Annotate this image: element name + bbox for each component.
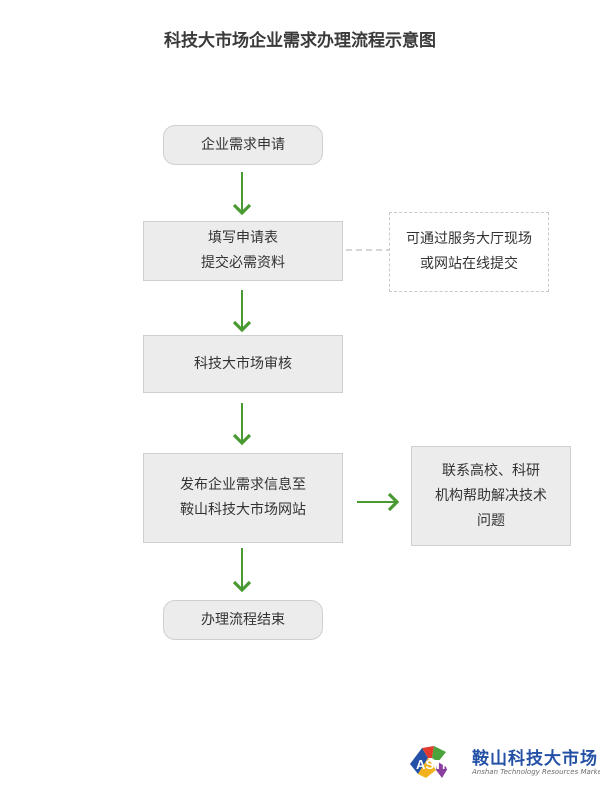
note-label: 机构帮助解决技术 — [435, 487, 547, 504]
step-label: 办理流程结束 — [201, 611, 285, 628]
step-fill-form: 填写申请表 提交必需资料 — [143, 221, 343, 281]
logo-mark-icon: ASTM — [410, 746, 453, 778]
note-submit-channels: 可通过服务大厅现场 或网站在线提交 — [389, 212, 549, 292]
step-review: 科技大市场审核 — [143, 335, 343, 393]
step-label: 提交必需资料 — [201, 255, 285, 271]
note-label: 可通过服务大厅现场 — [406, 231, 532, 247]
note-label: 联系高校、科研 — [442, 462, 540, 479]
logo-subtitle: Anshan Technology Resources Market — [472, 768, 600, 776]
step-end: 办理流程结束 — [163, 600, 323, 640]
logo-mark-text: ASTM — [416, 757, 453, 772]
logo-name: 鞍山科技大市场 — [472, 749, 598, 769]
step-label: 发布企业需求信息至 — [180, 477, 306, 493]
step-label: 鞍山科技大市场网站 — [180, 502, 306, 518]
note-label: 问题 — [477, 512, 505, 529]
step-label: 企业需求申请 — [201, 136, 285, 153]
diagram-title: 科技大市场企业需求办理流程示意图 — [164, 31, 436, 51]
astm-logo: ASTM 鞍山科技大市场 Anshan Technology Resources… — [408, 742, 600, 788]
step-apply: 企业需求申请 — [163, 125, 323, 165]
step-label: 科技大市场审核 — [194, 355, 292, 372]
note-contact-institutions: 联系高校、科研 机构帮助解决技术 问题 — [411, 446, 571, 546]
note-label: 或网站在线提交 — [420, 256, 518, 272]
step-publish: 发布企业需求信息至 鞍山科技大市场网站 — [143, 453, 343, 543]
step-label: 填写申请表 — [208, 230, 278, 246]
